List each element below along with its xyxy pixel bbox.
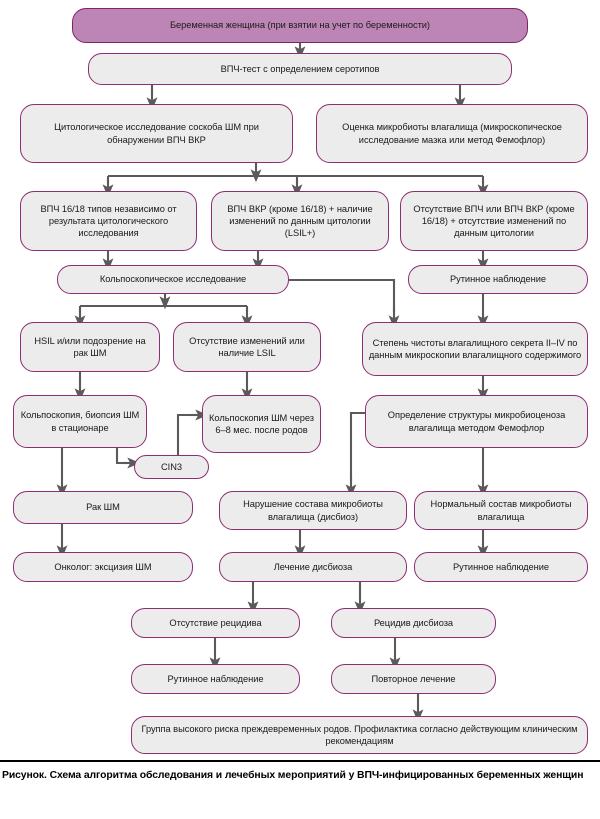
- node-label: Рак ШМ: [86, 502, 120, 513]
- node-femoflor-microbiocenosis[interactable]: Определение структуры микробиоценоза вла…: [365, 395, 588, 448]
- node-vaginal-purity-degree[interactable]: Степень чистоты влагалищного секрета II–…: [362, 322, 588, 376]
- node-cytology-scraping[interactable]: Цитологическое исследование соскоба ШМ п…: [20, 104, 293, 163]
- node-label: Беременная женщина (при взятии на учет п…: [170, 20, 430, 31]
- node-label: Кольпоскопия, биопсия ШМ в стационаре: [20, 410, 140, 433]
- node-hpv-16-18[interactable]: ВПЧ 16/18 типов независимо от результата…: [20, 191, 197, 251]
- node-routine-observation-2[interactable]: Рутинное наблюдение: [414, 552, 588, 582]
- node-label: Лечение дисбиоза: [273, 561, 353, 572]
- node-pregnant-woman[interactable]: Беременная женщина (при взятии на учет п…: [72, 8, 528, 43]
- node-label: Группа высокого риска преждевременных ро…: [141, 723, 578, 746]
- node-label: Кольпоскопическое исследование: [99, 274, 247, 285]
- node-label: ВПЧ-тест с определением серотипов: [220, 63, 380, 74]
- node-routine-observation-3[interactable]: Рутинное наблюдение: [131, 664, 300, 694]
- node-colposcopy-exam[interactable]: Кольпоскопическое исследование: [57, 265, 289, 294]
- node-label: ВПЧ ВКР (кроме 16/18) + наличие изменени…: [227, 203, 373, 239]
- node-colposcopy-biopsy-inpatient[interactable]: Кольпоскопия, биопсия ШМ в стационаре: [13, 395, 147, 448]
- node-repeat-treatment[interactable]: Повторное лечение: [331, 664, 496, 694]
- node-no-relapse[interactable]: Отсутствие рецидива: [131, 608, 300, 638]
- flowchart-canvas: Беременная женщина (при взятии на учет п…: [13, 8, 588, 754]
- node-label: Рецидив дисбиоза: [373, 617, 454, 628]
- node-no-hpv-no-changes[interactable]: Отсутствие ВПЧ или ВПЧ ВКР (кроме 16/18)…: [400, 191, 588, 251]
- caption-divider: [0, 760, 600, 763]
- node-label: CIN3: [161, 461, 182, 472]
- figure-caption: Рисунок. Схема алгоритма обследования и …: [2, 770, 584, 782]
- node-label: Отсутствие рецидива: [169, 617, 262, 628]
- node-label: Рутинное наблюдение: [452, 561, 550, 572]
- node-oncologist-excision[interactable]: Онколог: эксцизия ШМ: [13, 552, 193, 582]
- node-label: Повторное лечение: [371, 673, 456, 684]
- node-label: Кольпоскопия ШМ через 6–8 мес. после род…: [209, 412, 314, 435]
- node-hpv-hr-lsil[interactable]: ВПЧ ВКР (кроме 16/18) + наличие изменени…: [211, 191, 389, 251]
- node-label: HSIL и/или подозрение на рак ШМ: [34, 335, 146, 358]
- node-label: Степень чистоты влагалищного секрета II–…: [368, 337, 582, 360]
- node-cervical-cancer[interactable]: Рак ШМ: [13, 491, 193, 524]
- node-dysbiosis-treatment[interactable]: Лечение дисбиоза: [219, 552, 407, 582]
- node-cin3[interactable]: CIN3: [134, 455, 209, 479]
- node-dysbiosis-relapse[interactable]: Рецидив дисбиоза: [331, 608, 496, 638]
- node-label: Цитологическое исследование соскоба ШМ п…: [54, 122, 259, 145]
- node-colposcopy-postpartum[interactable]: Кольпоскопия ШМ через 6–8 мес. после род…: [202, 395, 321, 453]
- node-hpv-test[interactable]: ВПЧ-тест с определением серотипов: [88, 53, 512, 85]
- node-label: Отсутствие изменений или наличие LSIL: [189, 335, 305, 358]
- node-dysbiosis[interactable]: Нарушение состава микробиоты влагалища (…: [219, 491, 407, 530]
- node-label: Нарушение состава микробиоты влагалища (…: [243, 499, 383, 522]
- node-label: Нормальный состав микробиоты влагалища: [430, 499, 572, 522]
- node-routine-observation-1[interactable]: Рутинное наблюдение: [408, 265, 588, 294]
- node-no-changes-or-lsil[interactable]: Отсутствие изменений или наличие LSIL: [173, 322, 321, 372]
- node-label: Онколог: эксцизия ШМ: [54, 561, 152, 572]
- node-label: Отсутствие ВПЧ или ВПЧ ВКР (кроме 16/18)…: [413, 203, 575, 239]
- node-label: Рутинное наблюдение: [449, 274, 547, 285]
- node-label: Рутинное наблюдение: [167, 673, 264, 684]
- node-vaginal-microbiota-assessment[interactable]: Оценка микробиоты влагалища (микроскопич…: [316, 104, 588, 163]
- node-label: ВПЧ 16/18 типов независимо от результата…: [40, 203, 177, 239]
- node-label: Определение структуры микробиоценоза вла…: [387, 410, 566, 433]
- node-normal-microbiota[interactable]: Нормальный состав микробиоты влагалища: [414, 491, 588, 530]
- node-label: Оценка микробиоты влагалища (микроскопич…: [342, 122, 562, 145]
- node-hsil-cancer-suspicion[interactable]: HSIL и/или подозрение на рак ШМ: [20, 322, 160, 372]
- node-high-risk-preterm-birth[interactable]: Группа высокого риска преждевременных ро…: [131, 716, 588, 754]
